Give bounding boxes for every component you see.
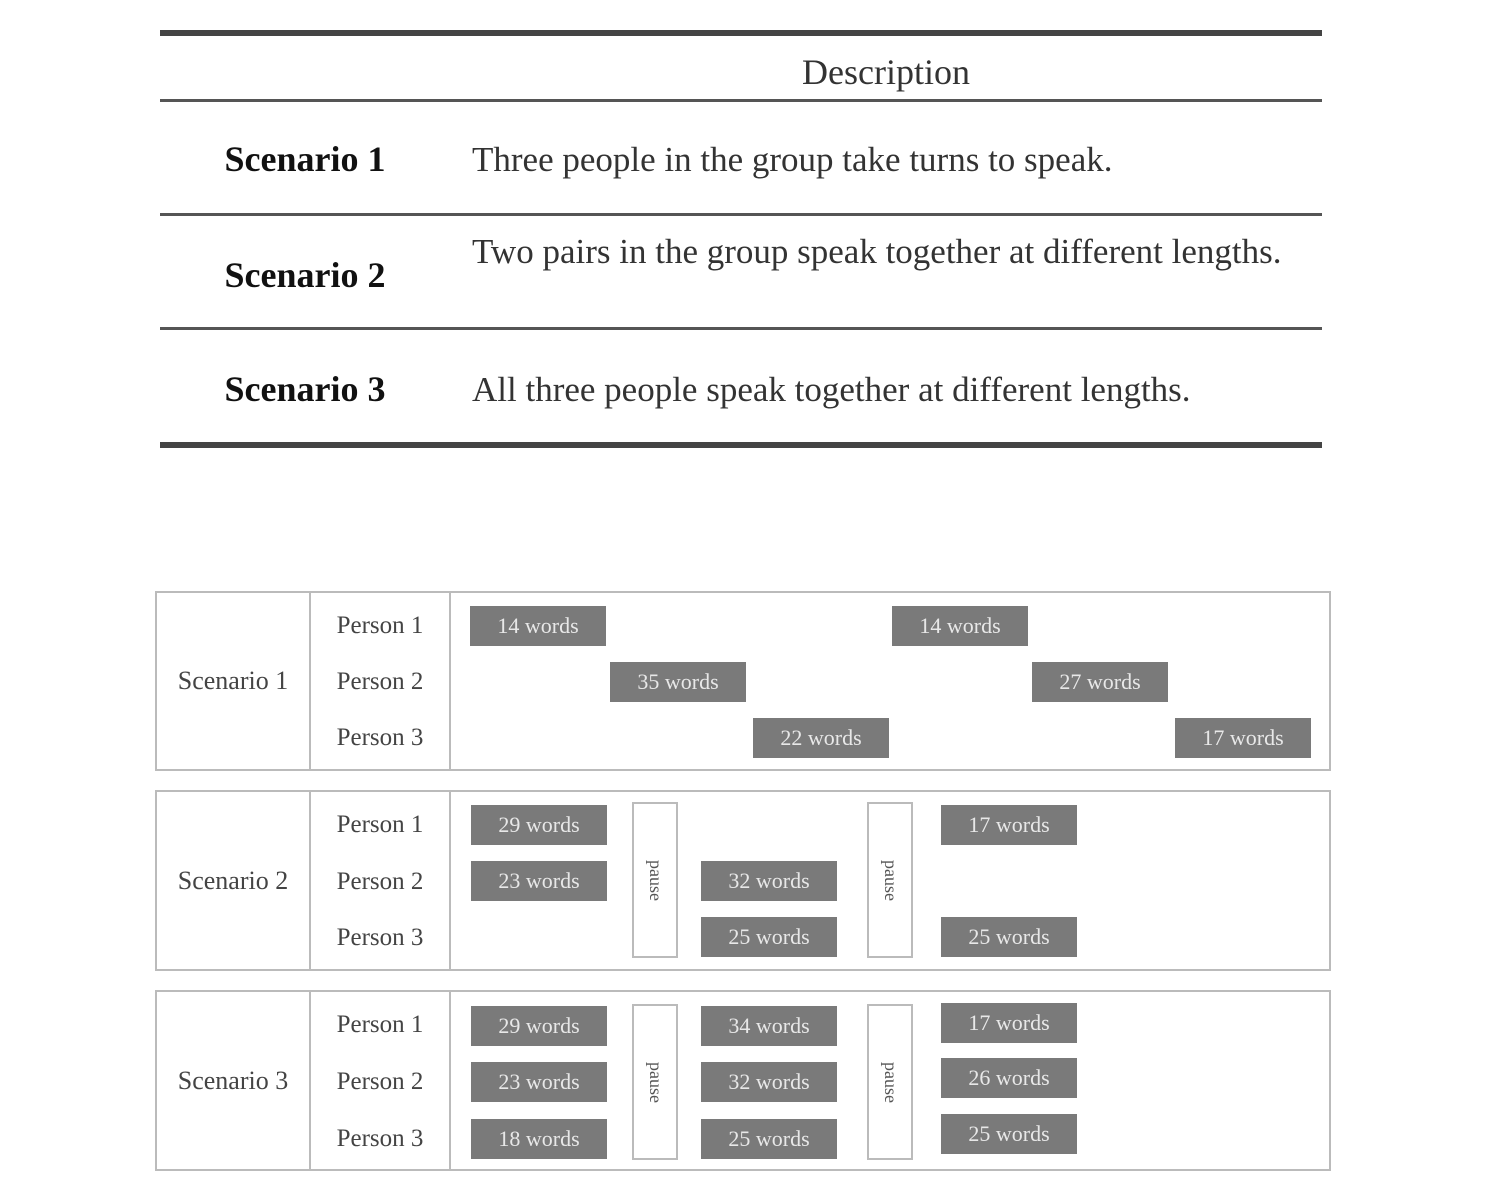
scenario-description-table: Description Scenario 1 Three people in t… — [160, 0, 1322, 460]
pause-marker: pause — [632, 802, 678, 958]
speech-block: 29 words — [471, 1006, 607, 1046]
timeline-scenario-label: Scenario 3 — [157, 992, 311, 1169]
pause-marker: pause — [867, 1004, 913, 1160]
timeline-person-column: Person 1 Person 2 Person 3 — [311, 593, 451, 769]
timeline-person-column: Person 1 Person 2 Person 3 — [311, 792, 451, 969]
table-bottom-rule — [160, 442, 1322, 448]
speech-block: 34 words — [701, 1006, 837, 1046]
person-label: Person 3 — [336, 724, 424, 751]
pause-marker: pause — [632, 1004, 678, 1160]
speech-block: 14 words — [892, 606, 1028, 646]
pause-label: pause — [645, 1061, 666, 1103]
table-row-label: Scenario 2 — [224, 255, 386, 295]
speech-block: 26 words — [941, 1058, 1077, 1098]
timeline-scenario-3: Scenario 3 Person 1 Person 2 Person 3 29… — [155, 990, 1331, 1171]
person-label: Person 2 — [336, 868, 424, 895]
speech-block: 25 words — [701, 1119, 837, 1159]
speech-block: 18 words — [471, 1119, 607, 1159]
speech-block: 29 words — [471, 805, 607, 845]
person-label: Person 1 — [336, 811, 424, 838]
speech-block: 23 words — [471, 861, 607, 901]
speech-block: 14 words — [470, 606, 606, 646]
timeline-scenario-label: Scenario 2 — [157, 792, 311, 969]
person-label: Person 2 — [336, 1068, 424, 1095]
timeline-scenario-2: Scenario 2 Person 1 Person 2 Person 3 29… — [155, 790, 1331, 971]
speech-block: 35 words — [610, 662, 746, 702]
table-top-rule — [160, 30, 1322, 36]
speech-block: 17 words — [941, 805, 1077, 845]
speech-block: 32 words — [701, 1062, 837, 1102]
table-header-rule — [160, 99, 1322, 102]
table-row-rule — [160, 327, 1322, 330]
person-label: Person 2 — [336, 668, 424, 695]
pause-label: pause — [880, 1061, 901, 1103]
person-label: Person 3 — [336, 924, 424, 951]
table-row-description: Two pairs in the group speak together at… — [472, 232, 1282, 271]
table-header-description: Description — [802, 52, 970, 92]
table-row-description: Three people in the group take turns to … — [472, 140, 1113, 179]
timeline-person-column: Person 1 Person 2 Person 3 — [311, 992, 451, 1169]
table-row-label: Scenario 1 — [224, 139, 386, 179]
speech-block: 17 words — [1175, 718, 1311, 758]
speech-block: 25 words — [941, 917, 1077, 957]
speech-block: 17 words — [941, 1003, 1077, 1043]
table-row-label: Scenario 3 — [224, 369, 386, 409]
table-row-rule — [160, 213, 1322, 216]
speech-block: 22 words — [753, 718, 889, 758]
timeline-scenario-1: Scenario 1 Person 1 Person 2 Person 3 14… — [155, 591, 1331, 771]
pause-label: pause — [645, 859, 666, 901]
pause-marker: pause — [867, 802, 913, 958]
speech-block: 25 words — [941, 1114, 1077, 1154]
timeline-scenario-label: Scenario 1 — [157, 593, 311, 769]
pause-label: pause — [880, 859, 901, 901]
speech-block: 25 words — [701, 917, 837, 957]
speech-block: 23 words — [471, 1062, 607, 1102]
person-label: Person 3 — [336, 1125, 424, 1152]
person-label: Person 1 — [336, 612, 424, 639]
table-row-description: All three people speak together at diffe… — [472, 370, 1191, 409]
speech-block: 27 words — [1032, 662, 1168, 702]
person-label: Person 1 — [336, 1011, 424, 1038]
speech-block: 32 words — [701, 861, 837, 901]
